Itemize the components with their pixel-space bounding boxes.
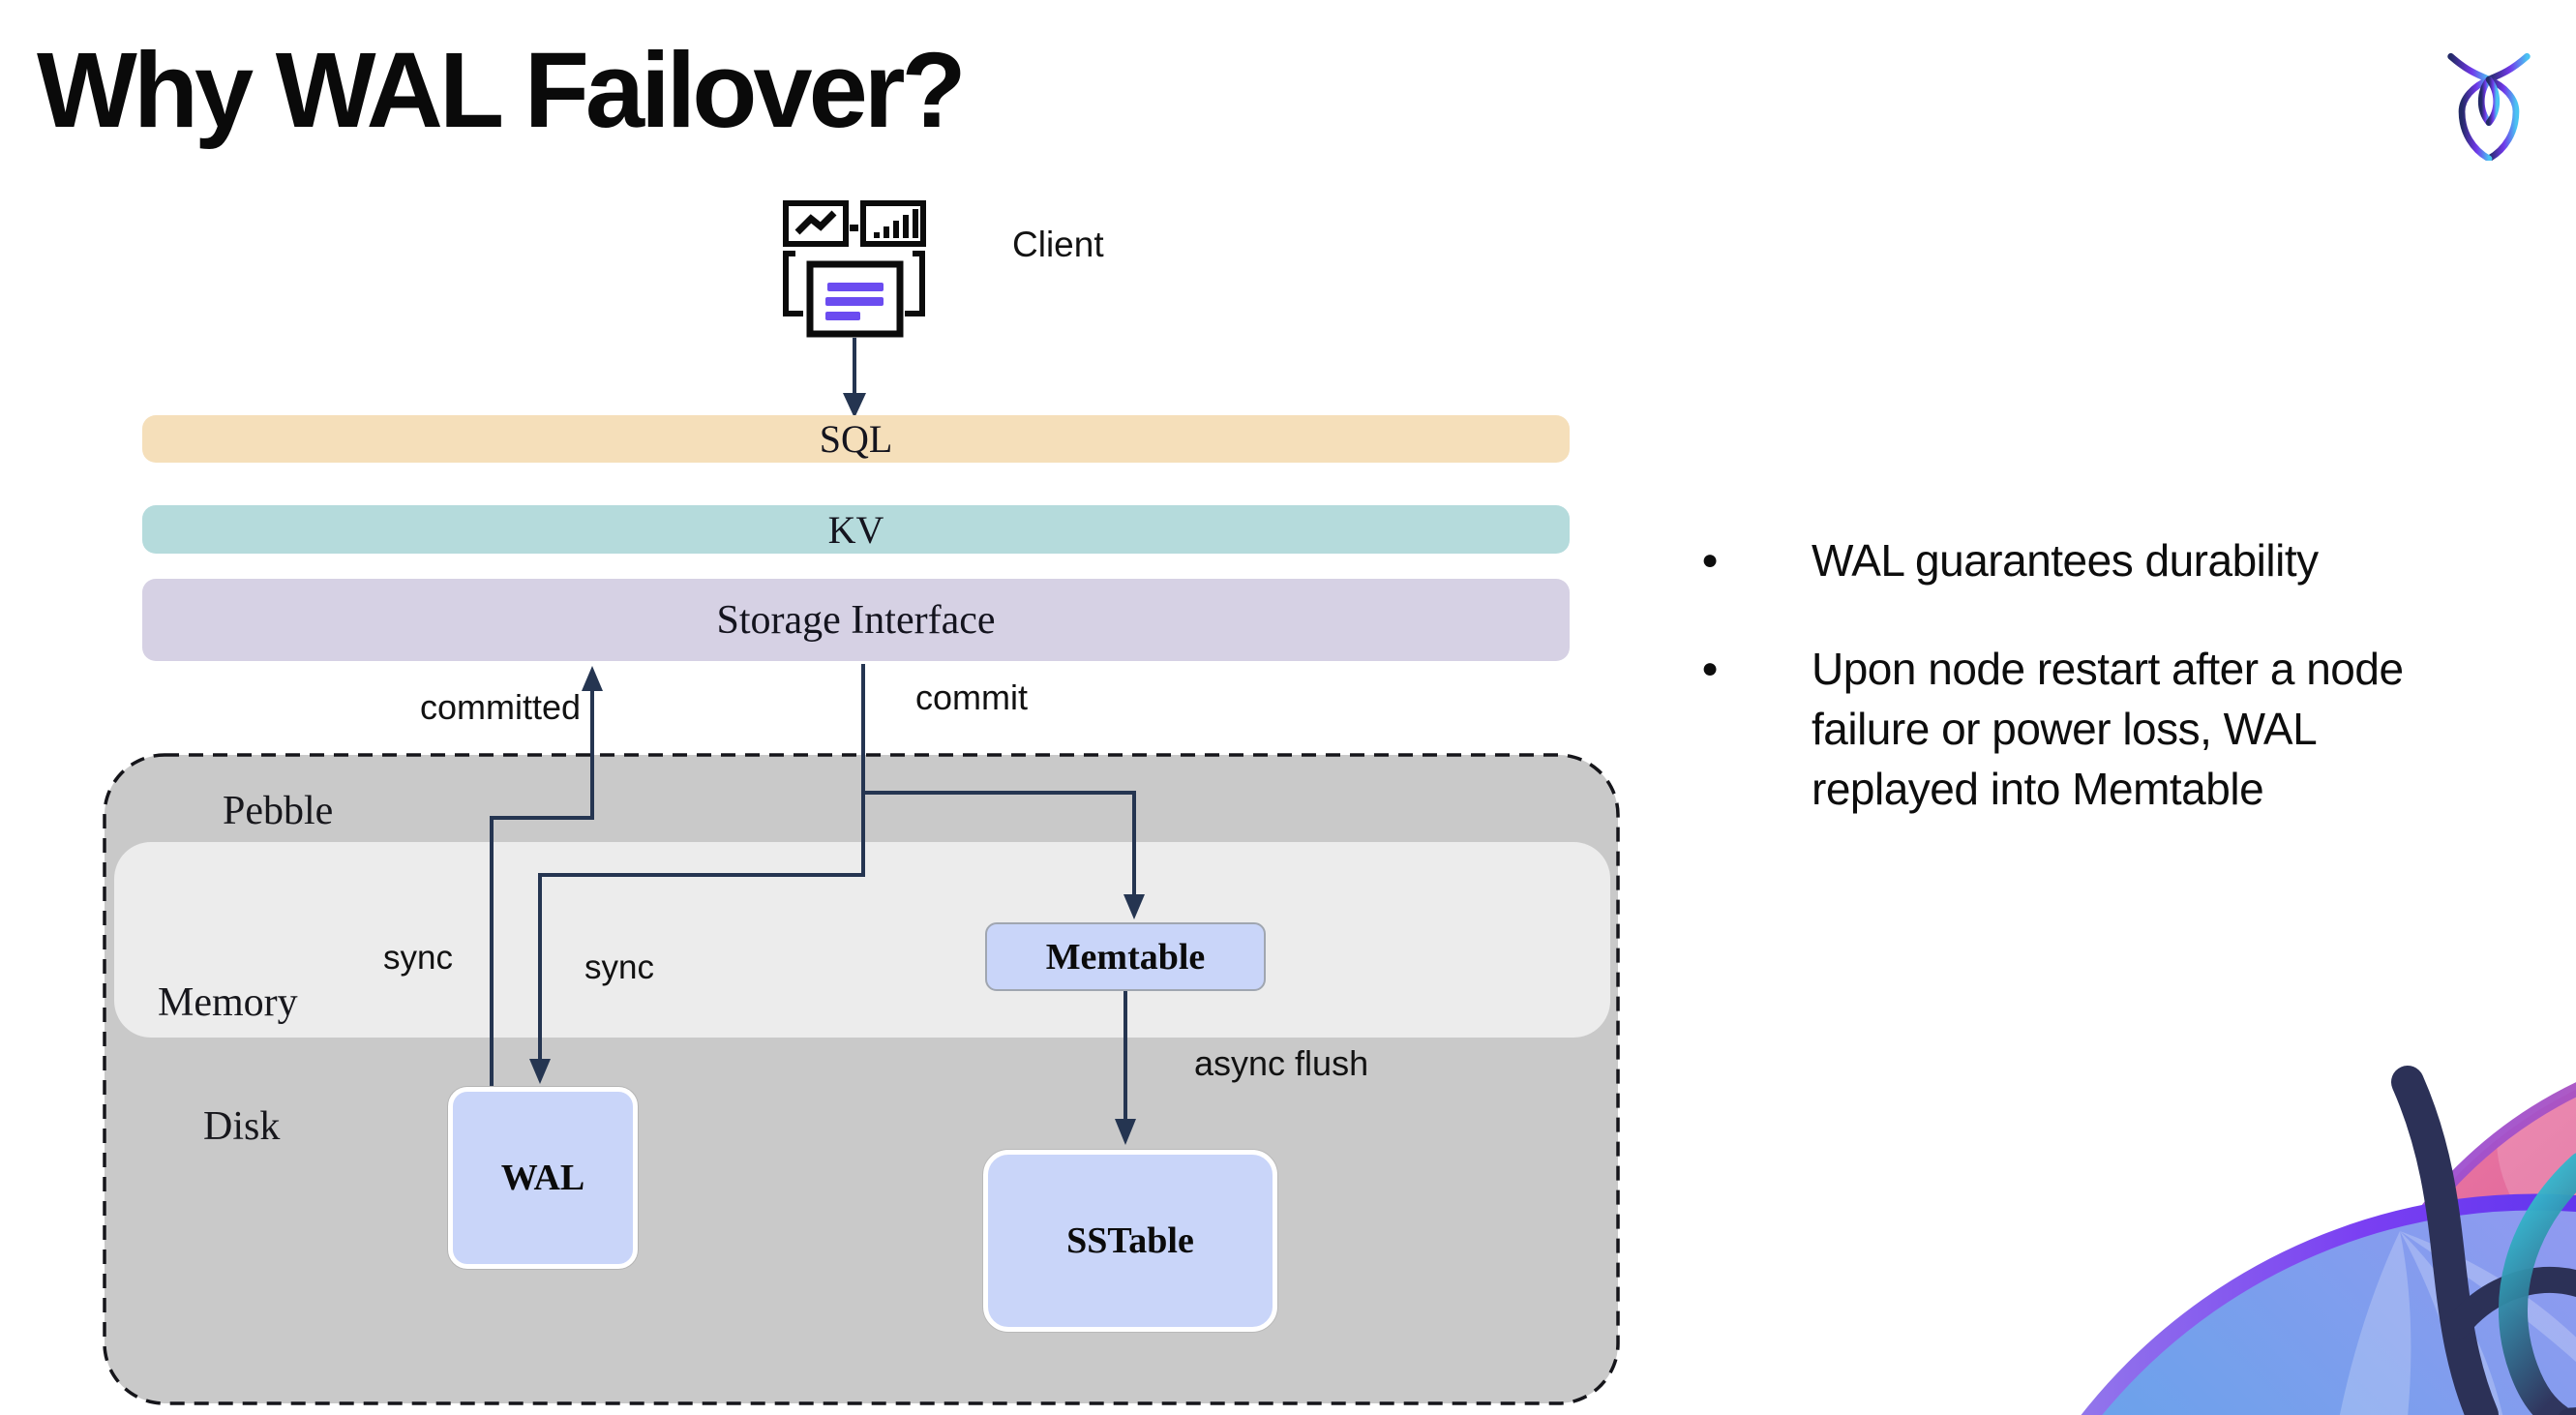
bullet-item: ● WAL guarantees durability (1701, 530, 2533, 590)
connector-lines (490, 338, 1136, 1121)
edge-commit-to-memtable (863, 791, 1136, 896)
layer-label-kv: KV (827, 507, 884, 552)
bullet-dot-icon: ● (1701, 652, 1720, 684)
edge-label-sync-right: sync (584, 948, 654, 986)
memory-label: Memory (158, 980, 298, 1025)
node-sstable: SSTable (983, 1150, 1277, 1332)
layer-bar-storage: Storage Interface (142, 579, 1570, 661)
edge-label-committed: committed (419, 687, 581, 727)
arrowheads (529, 393, 1145, 1145)
layer-bar-kv: KV (142, 505, 1570, 554)
bullet-list: ● WAL guarantees durability ● Upon node … (1701, 530, 2533, 867)
disk-label: Disk (203, 1104, 281, 1149)
edge-committed (490, 679, 594, 1086)
client-icon (783, 200, 926, 338)
layer-bar-sql: SQL (142, 415, 1570, 463)
cockroachdb-logo-icon (2447, 52, 2531, 161)
arrowhead-down-icon (1123, 894, 1145, 919)
edge-commit-to-wal (538, 664, 865, 1061)
node-wal-label: WAL (500, 1158, 585, 1198)
node-memtable-label: Memtable (1045, 936, 1206, 978)
edge-label-async-flush: async flush (1194, 1043, 1369, 1083)
layer-label-sql: SQL (819, 417, 893, 461)
arrowhead-up-icon (582, 666, 603, 691)
client-label: Client (1012, 225, 1104, 264)
node-sstable-label: SSTable (1066, 1220, 1194, 1261)
arrowhead-down-icon (529, 1059, 551, 1084)
bullet-text: WAL guarantees durability (1812, 535, 2319, 586)
bullet-item: ● Upon node restart after a node failure… (1701, 639, 2533, 819)
arrowhead-down-icon (1115, 1119, 1136, 1145)
arrowhead-down-icon (843, 393, 866, 418)
page-title: Why WAL Failover? (37, 31, 967, 150)
edge-label-commit: commit (915, 677, 1028, 717)
pebble-label: Pebble (223, 789, 334, 833)
layer-label-storage: Storage Interface (716, 597, 996, 643)
cockroachdb-brand-art (2081, 1061, 2576, 1415)
edge-label-sync-left: sync (383, 939, 453, 977)
bullet-text: Upon node restart after a node failure o… (1812, 644, 2404, 814)
bullet-dot-icon: ● (1701, 544, 1720, 576)
node-memtable: Memtable (985, 922, 1266, 991)
bracket-icon (783, 251, 925, 316)
node-wal: WAL (448, 1087, 638, 1269)
